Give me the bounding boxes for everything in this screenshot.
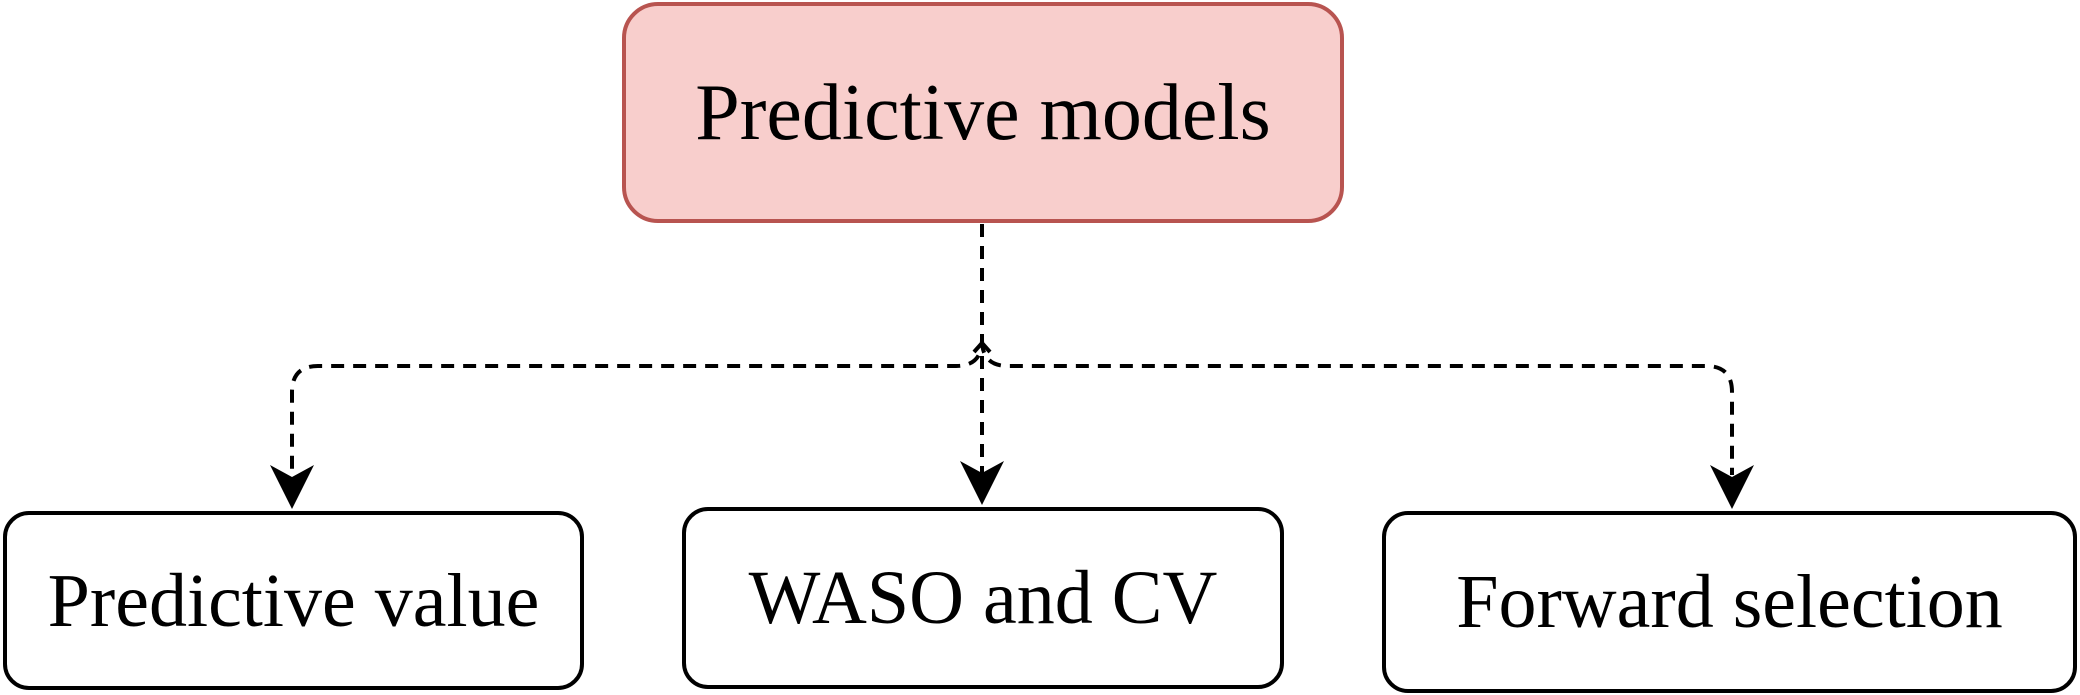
predictive-value-node: Predictive value xyxy=(3,511,584,690)
predictive-models-label: Predictive models xyxy=(695,68,1271,157)
waso-and-cv-node: WASO and CV xyxy=(682,507,1284,689)
predictive-value-label: Predictive value xyxy=(47,558,540,643)
arrowhead-forward-selection xyxy=(1710,465,1754,509)
connector-to-forward-selection xyxy=(980,339,1734,475)
waso-and-cv-label: WASO and CV xyxy=(748,556,1218,640)
forward-selection-node: Forward selection xyxy=(1382,511,2077,693)
branch-junction-mark xyxy=(972,339,992,354)
predictive-models-node: Predictive models xyxy=(622,2,1344,223)
connector-to-predictive-value xyxy=(290,224,984,475)
forward-selection-label: Forward selection xyxy=(1456,560,2003,644)
arrowhead-waso-and-cv xyxy=(960,461,1004,505)
arrowhead-predictive-value xyxy=(270,465,314,509)
